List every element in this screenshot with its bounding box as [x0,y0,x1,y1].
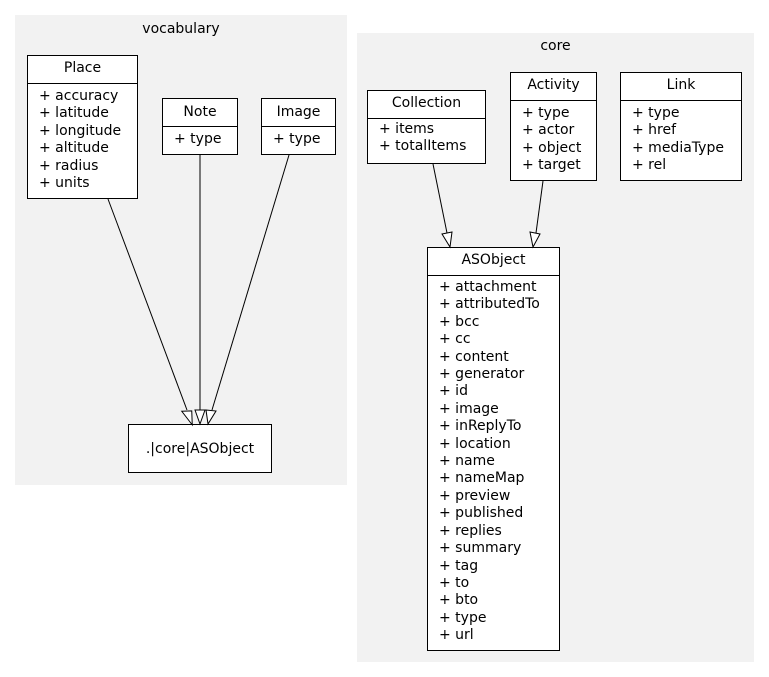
attribute: + id [439,383,468,400]
attribute-list: + attachment + attributedTo + bcc + cc +… [428,276,559,645]
class-name: Image [262,99,335,127]
attribute-list: + accuracy + latitude + longitude + alti… [28,84,137,192]
generalization-arrowhead [529,231,541,249]
attribute: + replies [439,522,502,539]
attribute: + units [39,175,90,192]
attribute: + attributedTo [439,296,540,313]
attribute: + location [439,435,511,452]
attribute: + bcc [439,313,480,330]
class-image[interactable]: Image + type [261,98,336,155]
attribute: + type [439,609,487,626]
attribute: + published [439,505,524,522]
class-place[interactable]: Place + accuracy + latitude + longitude … [27,55,138,199]
attribute: + generator [439,366,525,383]
class-name: Place [28,56,137,84]
attribute: + actor [522,122,575,139]
class-name: Activity [511,73,596,101]
generalization-arrowhead [441,231,453,249]
attribute: + cc [439,331,471,348]
generalization-edge [432,163,448,234]
attribute-list: + items + totalItems [368,119,485,156]
attribute: + radius [39,157,99,174]
attribute: + latitude [39,105,109,122]
attribute: + attachment [439,279,537,295]
attribute-list: + type [262,127,335,148]
attribute-list: + type + actor + object + target [511,101,596,175]
attribute: + type [522,105,570,121]
attribute: + type [632,105,680,121]
attribute: + href [632,122,677,139]
generalization-arrowhead [205,409,217,426]
attribute: + tag [439,557,479,574]
attribute: + image [439,400,499,417]
class-link[interactable]: Link + type + href + mediaType + rel [620,72,742,181]
class-name: Note [163,99,237,127]
attribute: + to [439,574,470,591]
attribute: + mediaType [632,139,724,156]
attribute: + name [439,453,495,470]
generalization-arrowhead [194,409,206,426]
class-name: ASObject [428,248,559,276]
attribute: + preview [439,487,511,504]
class-asobject[interactable]: ASObject + attachment + attributedTo + b… [427,247,560,651]
attribute: + altitude [39,140,109,157]
attribute: + target [522,157,581,174]
attribute: + object [522,139,582,156]
class-note[interactable]: Note + type [162,98,238,155]
attribute: + rel [632,157,667,174]
attribute: + accuracy [39,88,119,104]
package-title: vocabulary [142,21,220,37]
generalization-edge [211,154,290,411]
class-collection[interactable]: Collection + items + totalItems [367,90,486,164]
attribute: + bto [439,592,479,609]
attribute-list: + type + href + mediaType + rel [621,101,741,175]
attribute-list: + type [163,127,237,148]
attribute: + type [174,131,222,147]
attribute: + totalItems [379,138,467,155]
attribute: + longitude [39,122,122,139]
attribute: + url [439,627,474,644]
attribute: + content [439,348,509,365]
class-name: Collection [368,91,485,119]
attribute: + type [273,131,321,147]
package-title: core [540,38,571,54]
attribute: + nameMap [439,470,525,487]
attribute: + summary [439,540,522,557]
generalization-edge [107,198,188,411]
generalization-arrowhead [180,410,193,427]
class-name: Link [621,73,741,101]
class-name: .|core|ASObject [145,440,255,457]
class-activity[interactable]: Activity + type + actor + object + targe… [510,72,597,181]
attribute: + inReplyTo [439,418,522,435]
attribute: + items [379,121,435,137]
generalization-edge [535,180,544,234]
